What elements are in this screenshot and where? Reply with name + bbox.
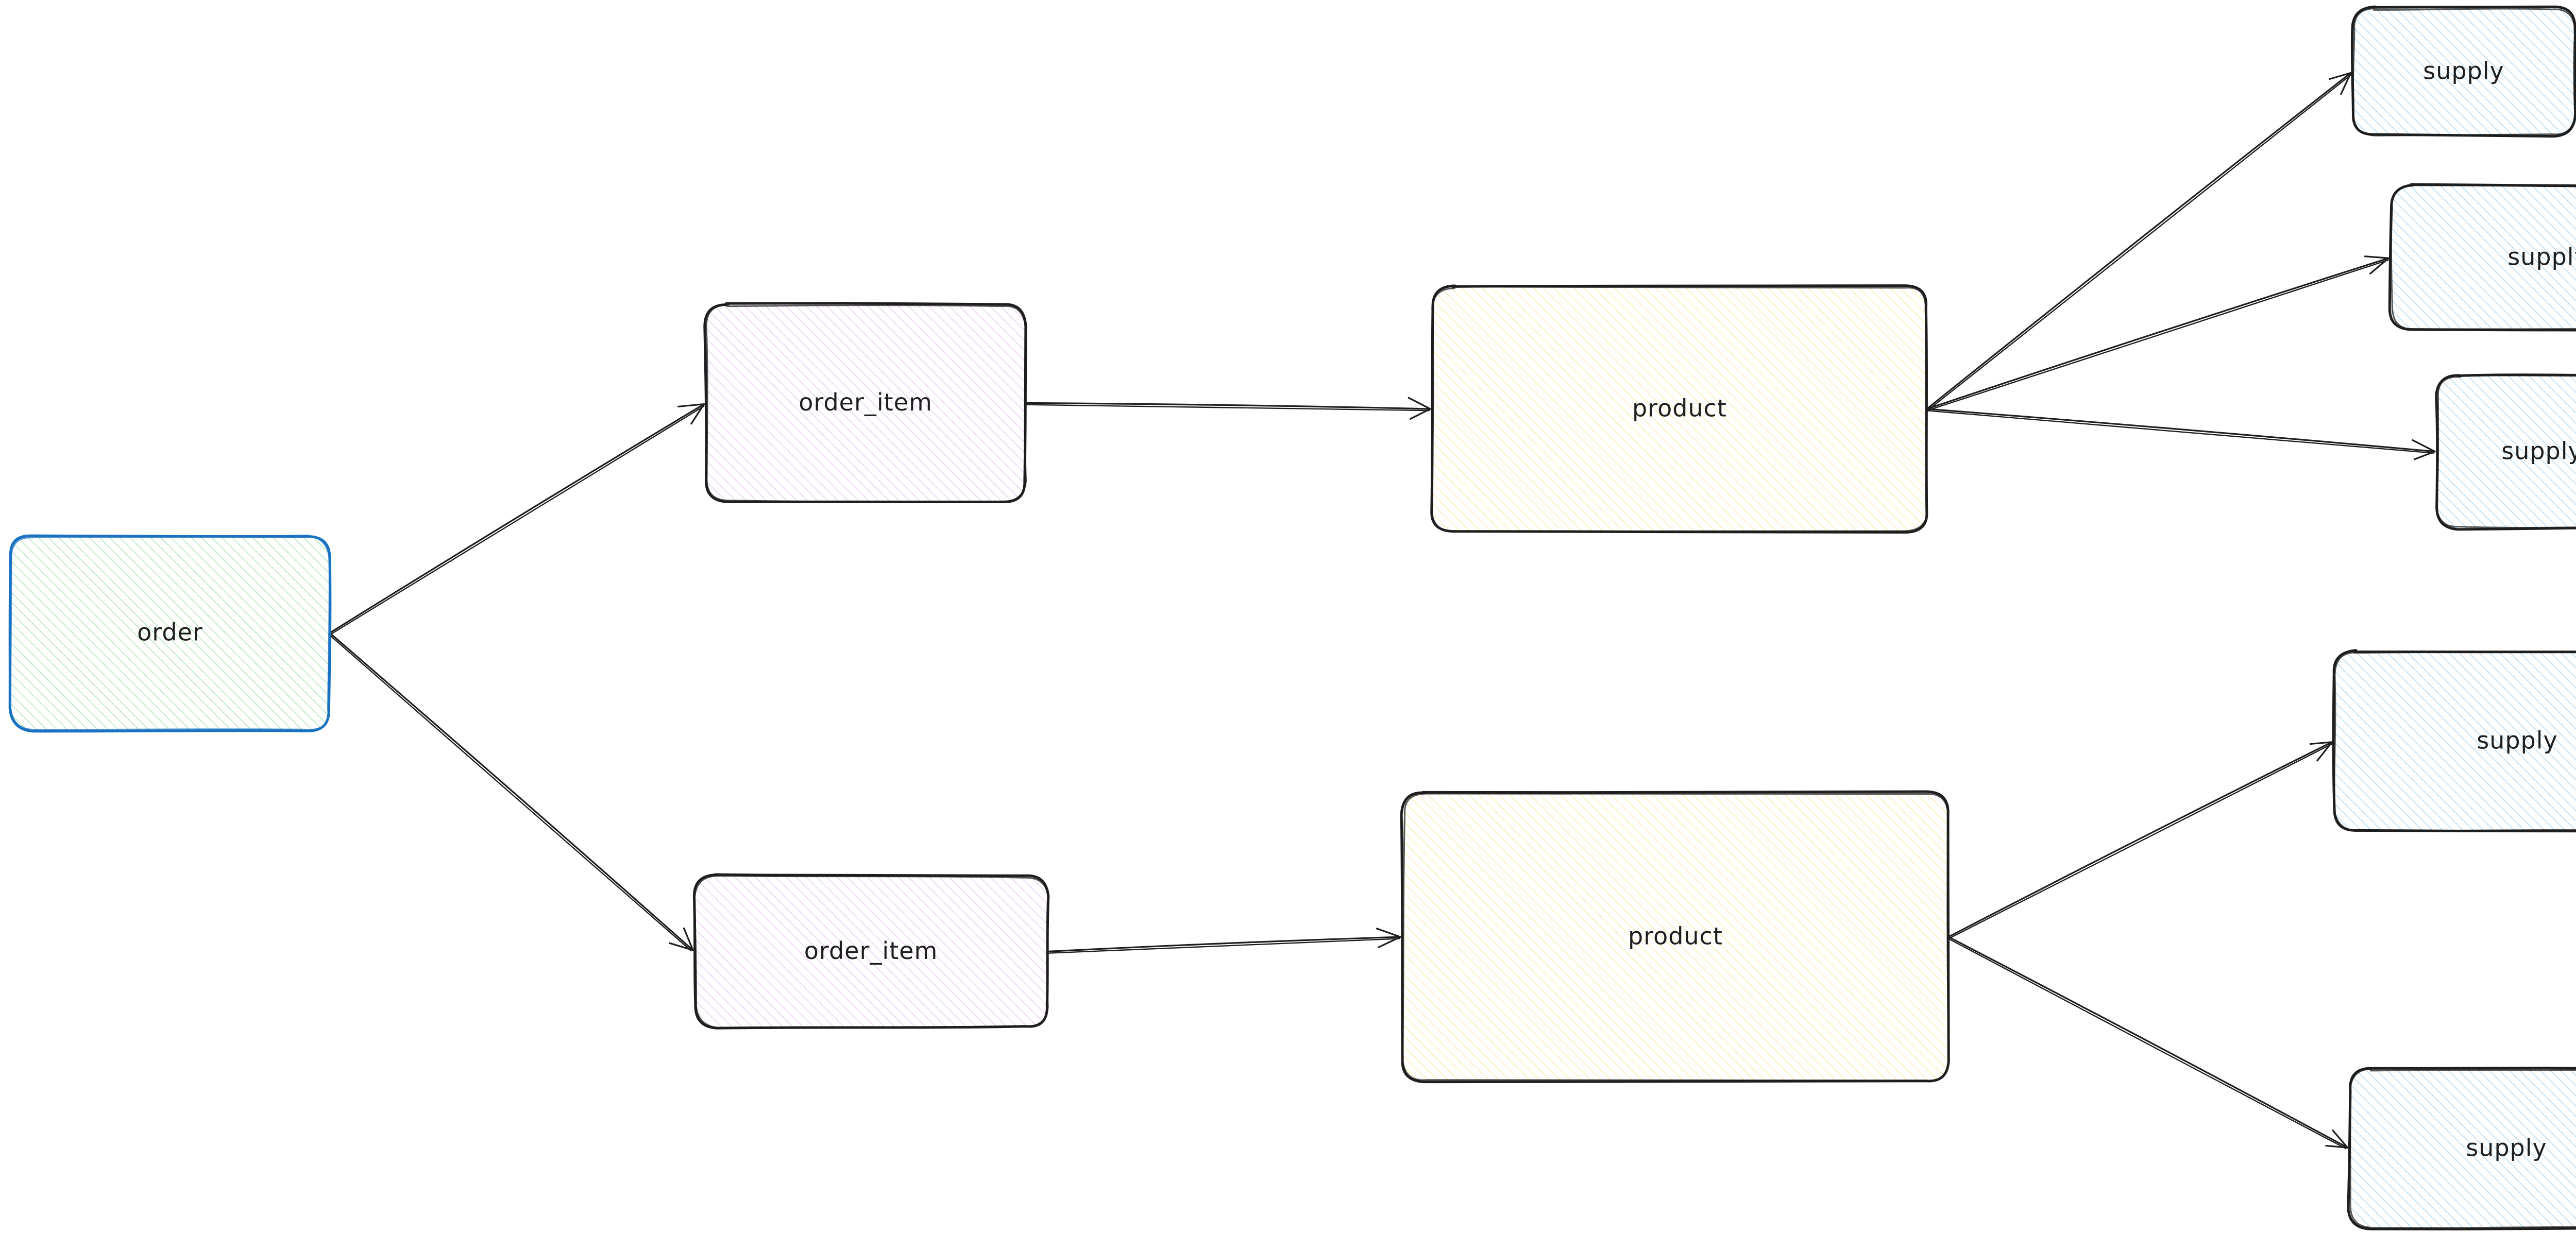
node-label: order — [137, 619, 203, 646]
node-fill — [2436, 375, 2576, 528]
node-outline-secondary — [1431, 286, 1928, 533]
node-outline-secondary — [2435, 374, 2576, 528]
diagram-node-product_top[interactable]: product — [1430, 284, 1928, 534]
node-fill — [2349, 1068, 2576, 1229]
edge-arrowhead — [2413, 451, 2436, 460]
node-label: product — [1628, 922, 1723, 950]
diagram-edge-order_item_bottom-to-product[interactable] — [1046, 928, 1401, 954]
diagram-edge-product_top-to-supply_1[interactable] — [1926, 72, 2352, 411]
node-fill — [2390, 185, 2576, 330]
node-fill — [1432, 285, 1927, 533]
edge-arrowhead — [1377, 936, 1401, 948]
node-fill — [1402, 792, 1949, 1082]
edge-line — [1926, 73, 2351, 410]
edge-arrowhead — [2340, 72, 2352, 95]
edge-arrowhead — [2325, 1144, 2349, 1149]
diagram-edge-order-to-order_item_bottom[interactable] — [328, 632, 694, 952]
edge-line — [1927, 74, 2352, 411]
node-outline — [2388, 183, 2576, 332]
node-outline-secondary — [1402, 793, 1950, 1082]
node-label: supply — [2466, 1134, 2547, 1162]
node-outline-secondary — [2333, 651, 2576, 832]
edge-arrowhead — [2369, 257, 2389, 275]
edge-line — [1024, 402, 1430, 410]
edge-arrowhead — [2332, 1129, 2349, 1149]
node-label: order_item — [804, 937, 938, 965]
edge-line — [1926, 408, 2435, 453]
node-fill — [705, 303, 1026, 503]
diagram-edge-product_bottom-to-supply_4[interactable] — [1947, 741, 2333, 939]
node-outline-secondary — [2352, 8, 2576, 136]
edge-line — [1926, 409, 2434, 454]
node-label: product — [1632, 395, 1727, 422]
node-label: supply — [2507, 243, 2576, 271]
edge-line — [1948, 743, 2333, 939]
edge-arrowhead — [677, 403, 705, 408]
diagram-node-supply_4[interactable]: supply — [2332, 649, 2576, 833]
node-outline-secondary — [693, 875, 1049, 1029]
edge-line — [1947, 937, 2347, 1150]
node-fill — [694, 875, 1048, 1028]
edge-line — [1947, 936, 2348, 1148]
edge-arrowhead — [1408, 397, 1431, 410]
node-outline — [2347, 1066, 2576, 1231]
node-outline — [2350, 5, 2576, 138]
diagram-node-order_item_bottom[interactable]: order_item — [692, 873, 1050, 1030]
edge-arrowhead — [1410, 408, 1431, 420]
diagram-edge-product_top-to-supply_3[interactable] — [1926, 408, 2436, 460]
node-fill — [2352, 7, 2575, 136]
node-label: supply — [2501, 437, 2576, 465]
edge-line — [1046, 938, 1400, 954]
node-outline-secondary — [705, 304, 1027, 503]
edge-line — [330, 405, 705, 635]
node-label: supply — [2423, 57, 2504, 85]
node-label: supply — [2477, 727, 2558, 755]
node-fill — [10, 535, 330, 731]
edge-arrowhead — [2309, 741, 2333, 745]
node-outline-secondary — [10, 535, 330, 731]
edge-line — [1947, 742, 2332, 938]
edge-line — [1046, 936, 1400, 953]
edge-arrowhead — [669, 942, 694, 951]
edges-layer — [328, 72, 2436, 1150]
edge-arrowhead — [690, 403, 705, 425]
edge-arrowhead — [2329, 72, 2352, 80]
node-outline-secondary — [2349, 1068, 2576, 1229]
diagram-node-supply_5[interactable]: supply — [2347, 1066, 2576, 1231]
edge-line — [329, 632, 693, 951]
diagram-edge-order_item_top-to-product[interactable] — [1024, 397, 1431, 420]
node-outline-secondary — [2390, 184, 2576, 330]
diagram-edge-product_bottom-to-supply_5[interactable] — [1947, 936, 2349, 1150]
edge-line — [1926, 258, 2388, 410]
diagram-node-supply_3[interactable]: supply — [2435, 373, 2576, 531]
edge-arrowhead — [2316, 741, 2333, 762]
diagram-node-order_item_top[interactable]: order_item — [703, 302, 1027, 504]
edge-arrowhead — [683, 927, 694, 951]
edge-line — [328, 633, 692, 952]
edge-arrowhead — [2364, 255, 2389, 259]
node-outline — [2332, 649, 2576, 833]
node-outline — [2435, 373, 2576, 531]
nodes-layer: orderorder_itemorder_itemproductproducts… — [8, 5, 2576, 1231]
diagram-node-product_bottom[interactable]: product — [1400, 790, 1950, 1084]
edge-line — [329, 404, 704, 634]
diagram-node-order[interactable]: order — [8, 534, 332, 733]
node-label: order_item — [799, 388, 933, 416]
diagram-edge-order-to-order_item_top[interactable] — [329, 403, 705, 635]
node-fill — [2333, 651, 2576, 831]
diagram-node-supply_1[interactable]: supply — [2350, 5, 2576, 138]
diagram-node-supply_2[interactable]: supply — [2388, 183, 2576, 332]
diagram-edge-product_top-to-supply_2[interactable] — [1926, 255, 2389, 412]
edge-arrowhead — [2411, 439, 2436, 453]
edge-line — [1024, 404, 1430, 412]
edge-line — [1926, 259, 2389, 412]
edge-arrowhead — [1376, 928, 1401, 938]
